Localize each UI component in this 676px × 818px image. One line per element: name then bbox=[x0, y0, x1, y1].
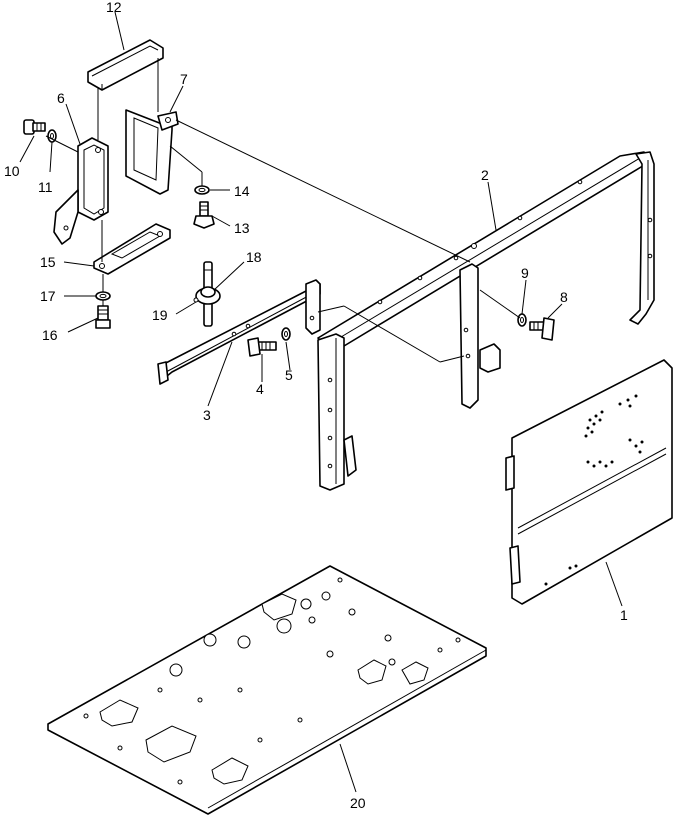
callout-14: 14 bbox=[234, 183, 250, 199]
part-3-angle-bar bbox=[157, 279, 321, 385]
part-8-bolt bbox=[529, 317, 555, 341]
callout-8: 8 bbox=[560, 289, 568, 305]
part-13-bolt bbox=[193, 201, 215, 229]
callout-10: 10 bbox=[4, 163, 20, 179]
callout-labels: 12 7 6 10 11 14 13 15 17 16 18 19 2 9 8 … bbox=[4, 0, 628, 811]
callout-4: 4 bbox=[256, 381, 264, 397]
part-5-washer bbox=[281, 327, 291, 341]
callout-5: 5 bbox=[285, 367, 293, 383]
part-11-washer bbox=[47, 129, 57, 143]
callout-18: 18 bbox=[246, 249, 262, 265]
callout-16: 16 bbox=[42, 327, 58, 343]
callout-12: 12 bbox=[106, 0, 122, 15]
part-18-clamp bbox=[193, 286, 221, 305]
leader-lines bbox=[19, 11, 623, 793]
part-12-cover-plate bbox=[87, 39, 164, 91]
part-6-bracket bbox=[53, 137, 109, 245]
part-16-bolt bbox=[95, 305, 111, 329]
callout-15: 15 bbox=[40, 254, 56, 270]
callout-19: 19 bbox=[152, 307, 168, 323]
callout-17: 17 bbox=[40, 288, 56, 304]
part-10-bolt bbox=[23, 119, 46, 135]
callout-7: 7 bbox=[180, 71, 188, 87]
part-4-bolt bbox=[247, 337, 277, 357]
ventilation-holes bbox=[544, 394, 644, 586]
part-17-washer bbox=[95, 291, 111, 301]
callout-2: 2 bbox=[481, 167, 489, 183]
part-14-washer bbox=[194, 185, 210, 195]
callout-1: 1 bbox=[620, 607, 628, 623]
part-20-floor-plate bbox=[47, 565, 487, 815]
callout-20: 20 bbox=[350, 795, 366, 811]
callout-9: 9 bbox=[521, 265, 529, 281]
assembly-guide-lines bbox=[45, 58, 521, 363]
part-2-frame bbox=[317, 151, 655, 491]
part-7-bracket bbox=[125, 109, 179, 195]
part-9-washer bbox=[517, 313, 527, 327]
callout-11: 11 bbox=[38, 179, 53, 195]
callout-13: 13 bbox=[234, 220, 250, 236]
part-1-side-cover bbox=[505, 359, 673, 605]
part-15-base-plate bbox=[93, 223, 171, 275]
callout-3: 3 bbox=[203, 407, 211, 423]
callout-6: 6 bbox=[57, 90, 65, 106]
